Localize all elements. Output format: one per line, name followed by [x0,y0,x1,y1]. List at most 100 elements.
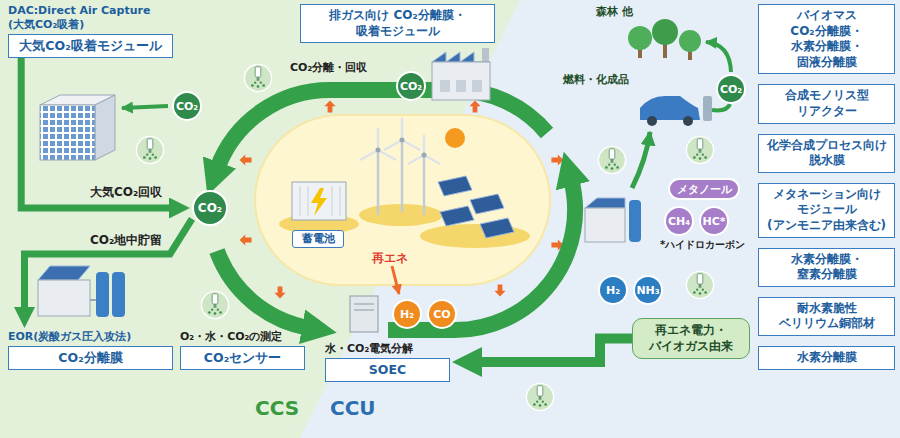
chemical-plant [585,208,625,242]
wind-turbine [408,155,424,164]
text-box: 耐水素脆性 ベリリウム銅部材 [758,297,895,336]
wind-turbine [423,155,426,215]
node-text: CH₄ [668,215,690,228]
text-box: 排ガス向け CO₂分離膜・吸着モジュール [300,4,495,43]
car-and-fuel [703,96,712,121]
labeled-box: DAC:Direct Air Capture (大気CO₂吸着)大気CO₂吸着モ… [8,4,173,58]
node-text: 排ガス向け CO₂分離膜・吸着モジュール [306,8,489,39]
outward-arrow [494,284,505,296]
node-text: 水素分離膜・ 窒素分離膜 [764,252,889,283]
dac-building [40,105,95,160]
node-text: バイオマス CO₂分離膜・ 水素分離膜・ 固液分離膜 [764,8,889,70]
sun [445,128,465,148]
edge-label: 大気CO₂回収 [88,184,164,201]
box-text: 大気CO₂吸着モジュール [8,34,173,58]
wind-turbine [384,140,402,150]
region-label: CCS [255,396,299,420]
node-text: 耐水素脆性 ベリリウム銅部材 [764,301,889,332]
eor-plant [90,299,96,301]
wind-turbine [376,148,381,153]
battery-container [332,186,333,216]
wind-turbine [424,155,440,164]
cycle-loop [217,90,575,330]
solar-panel [438,176,514,238]
exhaust-factory [432,62,490,100]
renewable-arrow [392,266,399,294]
wind-turbine [401,118,404,140]
wind-turbine [400,138,405,143]
renewable-island [255,115,550,285]
eor-plant [38,280,90,316]
chemical-plant [585,198,625,208]
battery-container [292,182,346,220]
box-text: SOEC [325,358,450,382]
outward-arrow [240,234,252,245]
gas-circle: NH₃ [633,275,663,305]
connector-arrow [25,219,193,307]
node-text: 水素分離膜 [764,350,889,366]
sun [445,128,465,148]
soec-cabinet [350,296,378,332]
battery-container [308,186,309,216]
label-box: 蓄電池 [292,230,344,248]
node-text: 再エネ電力・ バイオガス由来 [638,323,744,354]
eor-plant [96,272,109,317]
node-text: CO₂ [400,80,422,93]
edge-label: CO₂地中貯留 [88,232,164,249]
molecule-pill: メタノール [668,178,740,200]
wind-turbine [377,128,380,150]
chemical-plant [632,132,650,188]
sensor-icon [686,136,713,163]
battery-container [340,186,341,216]
gas-circle: H₂ [392,299,422,329]
node-text: NH₃ [636,284,659,297]
cycle-loop [388,179,575,330]
node-text: メタネーション向け モジュール (アンモニア由来含む) [764,187,889,234]
outward-arrow [324,101,335,113]
wind-turbine [360,150,378,160]
labeled-box: O₂・水・CO₂の測定CO₂センサー [180,330,305,370]
node-text: 合成モノリス型 リアクター [764,88,889,119]
wind-turbine [378,150,396,160]
sensor-icon [201,291,228,318]
sensor-icon [136,64,713,410]
energy-label: 再エネ [372,250,408,267]
forest [628,19,701,60]
solar-panel [470,194,504,214]
labeled-box: 水・CO₂電気分解 SOEC [325,342,450,382]
node-text: H₂ [400,308,414,321]
dac-building [40,95,115,160]
wind-turbine [423,135,426,155]
chemical-plant [585,132,650,242]
node-text: H₂ [606,284,620,297]
text-box: 合成モノリス型 リアクター [758,84,895,123]
footnote: *ハイドロカーボン [660,238,745,252]
renewable-arrow [392,266,399,294]
co2-circle: CO₂ [396,71,426,101]
sensor-icon [526,383,553,410]
box-heading: DAC:Direct Air Capture (大気CO₂吸着) [8,4,173,32]
text-box: 化学合成プロセス向け 脱水膜 [758,134,895,173]
outward-arrow [240,154,252,165]
sensor-icon [136,136,163,163]
sensor-icon [244,64,271,91]
solar-panel [480,218,514,238]
forest [628,26,652,50]
car-and-fuel [647,116,657,126]
text-box: バイオマス CO₂分離膜・ 水素分離膜・ 固液分離膜 [758,4,895,74]
node-text: メタノール [677,182,732,197]
node-text: 化学合成プロセス向け 脱水膜 [764,138,889,169]
renewable-island [255,115,550,285]
eor-plant [38,266,90,280]
exhaust-factory [472,80,482,92]
exhaust-factory [432,52,490,62]
labeled-box: EOR(炭酸ガス圧入攻法)CO₂分離膜 [8,330,173,370]
sensor-icon [598,146,625,173]
outward-arrow [551,154,563,165]
wind-turbine [402,140,420,150]
text-box: 水素分離膜 [758,346,895,370]
box-heading: 水・CO₂電気分解 [325,342,450,356]
battery-container [292,182,346,220]
car-and-fuel [712,104,730,110]
